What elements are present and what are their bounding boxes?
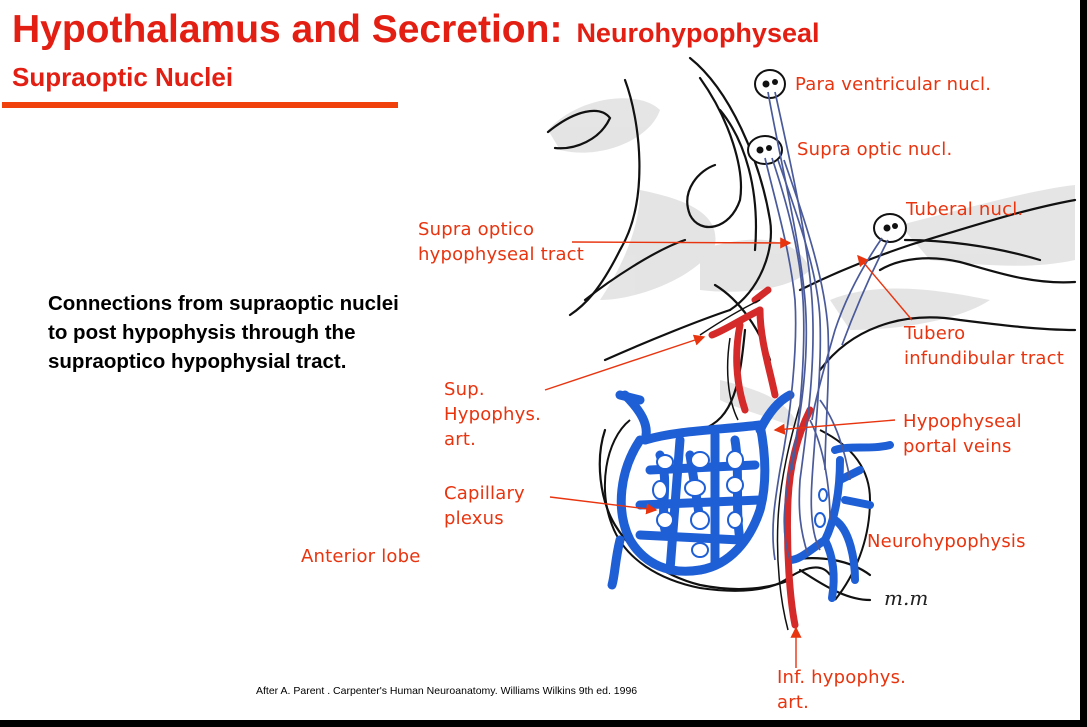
nuclei	[747, 69, 907, 243]
plexus-holes	[652, 450, 828, 558]
description-text: Connections from supraoptic nuclei to po…	[48, 292, 399, 373]
label-anterior-lobe: Anterior lobe	[301, 546, 421, 567]
label-supraoptic-nucleus: Supra optic nucl.	[797, 139, 953, 160]
label-inf-hypophyseal-artery: Inf. hypophys. art.	[777, 667, 907, 713]
paraventricular-nucleus	[754, 69, 786, 99]
label-paraventricular-nucleus: Para ventricular nucl.	[795, 74, 992, 95]
artist-signature: m.m	[884, 586, 928, 610]
tissue-shading	[548, 98, 1075, 430]
brain-outlines	[546, 56, 1077, 602]
slide-title: Hypothalamus and Secretion: Neurohypophys…	[12, 8, 820, 52]
label-tubero-infundibular-tract: Tubero infundibular tract	[904, 323, 1065, 369]
image-credit: After A. Parent . Carpenter's Human Neur…	[256, 685, 638, 697]
artery-outline	[699, 299, 801, 631]
supraoptic-nucleus	[747, 135, 783, 165]
slide-subtitle: Supraoptic Nuclei	[12, 62, 234, 92]
label-tuberal-nucleus: Tuberal nucl.	[906, 199, 1024, 220]
label-capillary-plexus: Capillary plexus	[444, 483, 525, 529]
title-underline	[2, 102, 398, 108]
title-main-text: Hypothalamus and Secretion:	[12, 8, 563, 51]
nucleus-cells	[756, 79, 898, 232]
neurohypophysis-veins	[786, 441, 894, 602]
label-neurohypophysis: Neurohypophysis	[867, 531, 1026, 552]
title-suffix: Neurohypophyseal	[576, 18, 820, 48]
slide-shadow-bottom	[0, 720, 1087, 727]
label-sup-hypophyseal-artery: Sup. Hypophys. art.	[444, 379, 542, 450]
leader-lines	[544, 237, 913, 668]
label-hypophyseal-portal-veins: Hypophyseal portal veins	[903, 411, 1022, 457]
arteries	[708, 286, 814, 629]
slide-shadow-right	[1080, 0, 1087, 727]
label-supraoptico-hypophyseal-tract: Supra optico hypophyseal tract	[418, 219, 585, 265]
